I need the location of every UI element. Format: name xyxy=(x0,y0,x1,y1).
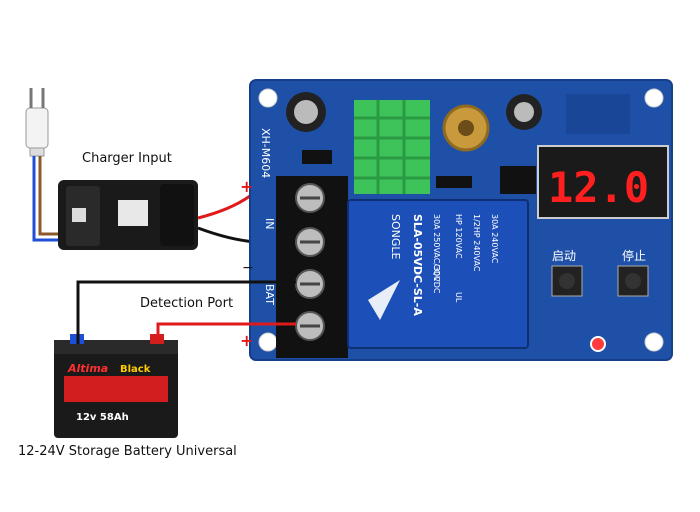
relay-spec-4: 30A 240VAC xyxy=(490,214,499,264)
terminal-screw[interactable] xyxy=(295,269,325,299)
relay-brand: SONGLE xyxy=(389,214,402,260)
display-readout: 12.0 xyxy=(548,163,649,212)
relay-ul: UL xyxy=(454,292,463,303)
relay-cqc: CQC xyxy=(432,264,441,282)
charger-input-label: Charger Input xyxy=(82,151,172,166)
battery xyxy=(54,334,178,438)
board-model: XH-M604 xyxy=(259,128,272,178)
battery-wire-black xyxy=(76,280,296,344)
terminal-screw[interactable] xyxy=(295,227,325,257)
led-display xyxy=(537,145,669,219)
charger-box xyxy=(58,180,198,250)
battery-brand: Altima xyxy=(67,362,108,375)
terminal-screw[interactable] xyxy=(295,183,325,213)
stop-button[interactable] xyxy=(617,265,649,297)
relay xyxy=(347,199,529,349)
terminal-screw[interactable] xyxy=(295,311,325,341)
detection-port-label: Detection Port xyxy=(140,296,234,311)
relay-model: SLA-05VDC-SL-A xyxy=(411,214,424,316)
heatsink xyxy=(354,100,430,194)
start-button[interactable] xyxy=(551,265,583,297)
relay-spec-3: 1/2HP 240VAC xyxy=(472,214,481,272)
plus-sign-input: + xyxy=(240,177,253,196)
indicator-led xyxy=(590,336,606,352)
battery-spec: 12v 58Ah xyxy=(76,412,129,423)
stop-button-label: 停止 xyxy=(622,248,646,263)
plus-sign-bat: + xyxy=(240,331,253,350)
mains-wire-blue xyxy=(32,156,64,242)
terminal-bat-label: BAT xyxy=(263,284,276,305)
terminal-block xyxy=(276,176,348,358)
terminal-in-label: IN xyxy=(263,218,276,229)
start-button-label: 启动 xyxy=(552,249,576,263)
mains-wire-brown xyxy=(38,156,64,236)
battery-wire-red xyxy=(156,322,296,340)
minus-sign-bat: − xyxy=(242,260,254,276)
battery-caption: 12-24V Storage Battery Universal xyxy=(18,444,237,459)
power-plug-icon xyxy=(25,88,49,157)
relay-spec-2: HP 120VAC xyxy=(454,214,463,259)
battery-brand2: Black xyxy=(120,364,151,375)
relay-spec-1: 30A 250VAC/30VDC xyxy=(432,214,441,294)
